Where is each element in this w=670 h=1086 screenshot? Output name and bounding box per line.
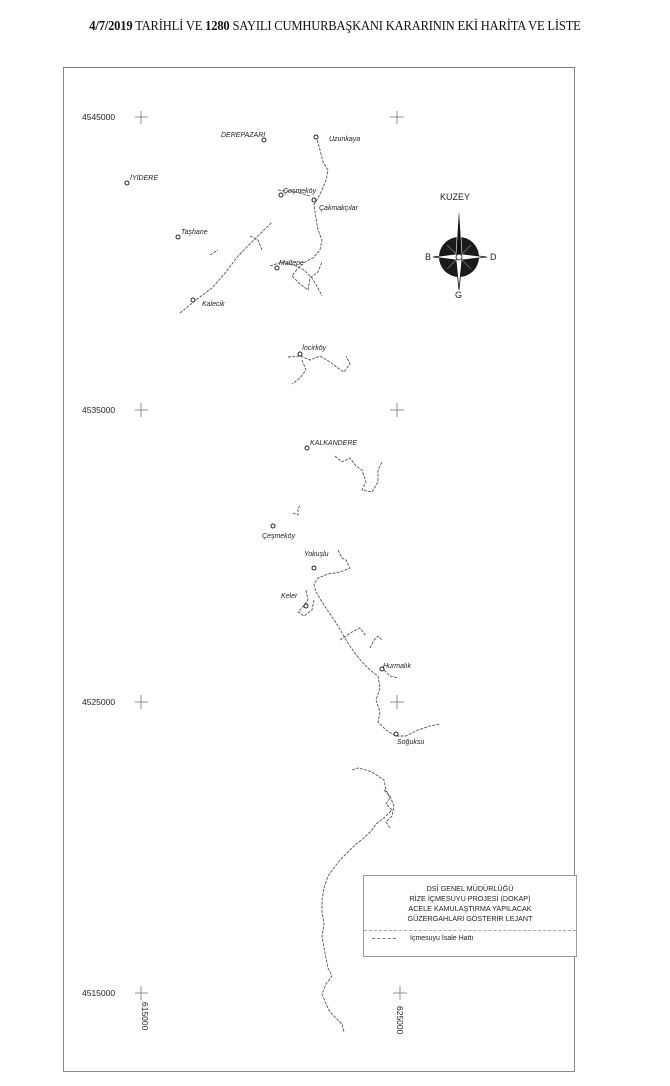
compass-west-label: B [425, 252, 432, 262]
compass-east-label: D [490, 252, 497, 262]
compass-rose: KUZEY B D G [425, 192, 500, 304]
place-label: Çeşmeköy [283, 188, 317, 195]
place-label: Kalecik [202, 301, 225, 308]
legend-item-label: İçmesuyu İsale Hattı [410, 935, 474, 942]
compass-south-label: G [455, 290, 463, 300]
grid-cross-icon [135, 111, 407, 1000]
place-label: Taşhane [181, 229, 208, 236]
place-label: Çeşmeköy [262, 533, 296, 540]
pipeline-route [179, 135, 441, 1033]
title-text-2: SAYILI CUMHURBAŞKANI KARARININ EKİ HARİT… [229, 18, 581, 33]
northing-label: 4525000 [82, 697, 115, 707]
northing-label: 4545000 [82, 112, 115, 122]
easting-label: 615000 [140, 1002, 150, 1031]
legend-heading-line: ACELE KAMULAŞTIRMA YAPILACAK [408, 904, 532, 913]
map-frame [63, 67, 575, 1072]
place-label: Çakmakçılar [319, 205, 359, 212]
title-text-1: TARİHLİ VE [132, 18, 206, 33]
place-label: Maltepe [279, 260, 304, 267]
legend-heading-line: RİZE İÇMESUYU PROJESİ (DOKAP) [409, 894, 531, 903]
compass-icon [432, 205, 488, 291]
place-label: İncirköy [302, 344, 327, 352]
place-labels: DEREPAZARI Uzunkaya İYİDERE Çeşmeköy Çak… [130, 132, 424, 746]
compass-north-label: KUZEY [440, 192, 471, 202]
place-label: KALKANDERE [310, 440, 357, 447]
place-label: DEREPAZARI [221, 132, 265, 139]
place-label: Hurmalık [383, 663, 412, 670]
legend-item: İçmesuyu İsale Hattı [364, 931, 576, 946]
place-label: İYİDERE [130, 174, 158, 182]
map-legend: DSİ GENEL MÜDÜRLÜĞÜ RİZE İÇMESUYU PROJES… [363, 875, 577, 957]
place-label: Soğuksu [397, 739, 424, 746]
place-label: Yokuşlu [304, 551, 329, 558]
legend-heading: DSİ GENEL MÜDÜRLÜĞÜ RİZE İÇMESUYU PROJES… [364, 876, 576, 931]
easting-label: 625000 [395, 1006, 405, 1035]
place-label: Uzunkaya [329, 136, 360, 143]
document-title: 4/7/2019 TARİHLİ VE 1280 SAYILI CUMHURBA… [23, 18, 646, 34]
pipeline-line-icon [372, 938, 396, 939]
place-label: Keler [281, 593, 298, 600]
northing-label: 4515000 [82, 988, 115, 998]
northing-label: 4535000 [82, 405, 115, 415]
legend-heading-line: GÜZERGAHLARI GÖSTERİR LEJANT [407, 914, 533, 923]
legend-heading-line: DSİ GENEL MÜDÜRLÜĞÜ [426, 884, 514, 893]
title-date: 4/7/2019 [89, 18, 133, 33]
place-marker-icons [124, 134, 399, 737]
title-number: 1280 [205, 18, 230, 33]
